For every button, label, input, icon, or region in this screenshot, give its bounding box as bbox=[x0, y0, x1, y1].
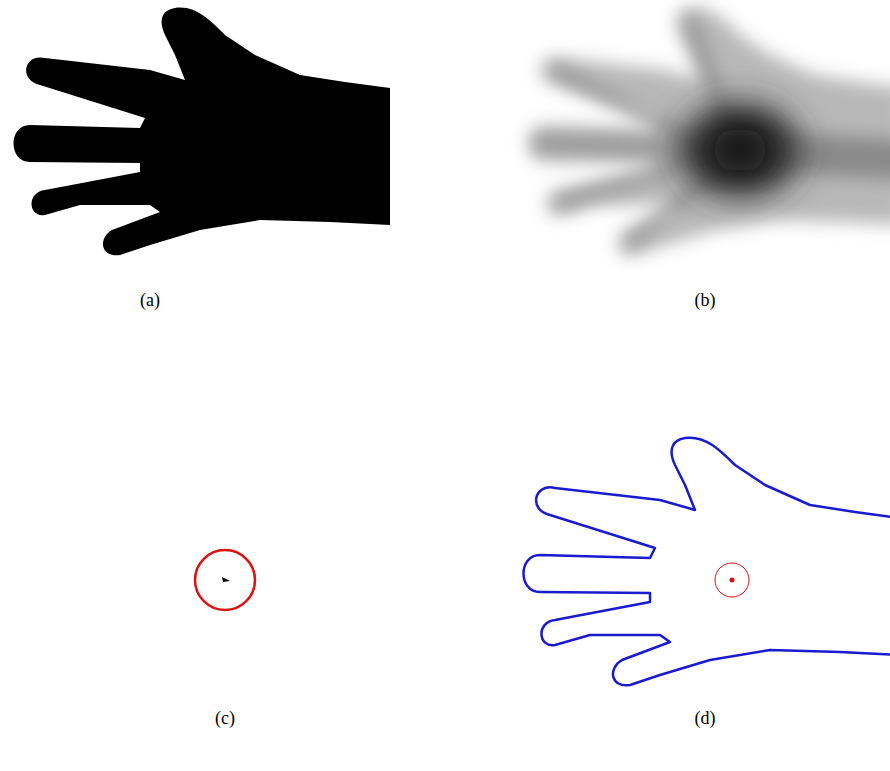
hand-silhouette bbox=[14, 8, 391, 256]
panel-label: (d) bbox=[695, 708, 716, 729]
hand-contour bbox=[524, 438, 890, 686]
palm-circle bbox=[715, 563, 749, 597]
panel-label: (b) bbox=[695, 290, 716, 311]
panel-label: (c) bbox=[215, 708, 235, 729]
palm-center-marker bbox=[195, 550, 255, 610]
distance-map bbox=[529, 8, 890, 256]
panel-label: (a) bbox=[140, 290, 160, 311]
